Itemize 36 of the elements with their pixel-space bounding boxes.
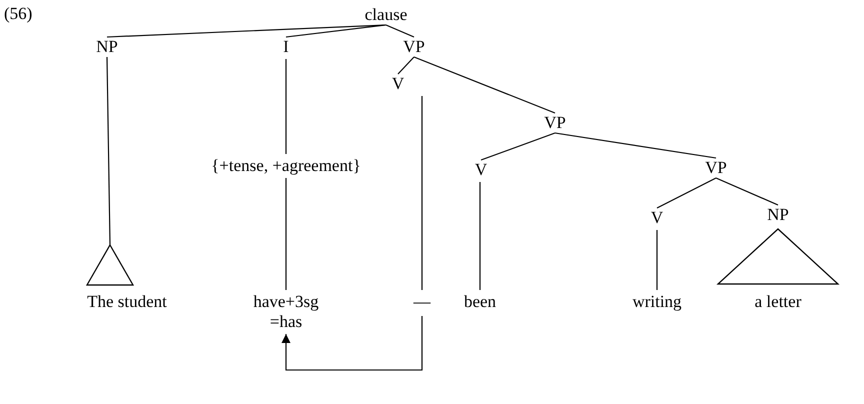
movement-arrow bbox=[282, 316, 423, 371]
tree-label: I bbox=[283, 37, 289, 57]
tree-label: a letter bbox=[754, 292, 802, 312]
example-number: (56) bbox=[4, 4, 32, 24]
tree-branch-line bbox=[414, 56, 556, 114]
tree-label: V bbox=[474, 160, 488, 180]
tree-label: V bbox=[392, 74, 404, 94]
tree-label: VP bbox=[544, 113, 566, 133]
tree-label: have+3sg =has bbox=[251, 292, 321, 332]
tree-label: been bbox=[464, 292, 496, 312]
tree-branch-line bbox=[479, 182, 481, 290]
tree-branch-line bbox=[656, 178, 716, 208]
triangle-symbol bbox=[87, 245, 133, 285]
tree-label: VP bbox=[705, 158, 727, 178]
tree-branch-line bbox=[286, 24, 386, 38]
tree-branch-line bbox=[285, 59, 287, 154]
tree-branch-line bbox=[656, 230, 658, 290]
tree-branch-line bbox=[421, 96, 423, 290]
tree-label: NP bbox=[96, 37, 118, 57]
tree-branch-line bbox=[716, 178, 778, 206]
tree-label: VP bbox=[403, 37, 425, 57]
tree-branch-line bbox=[386, 24, 414, 38]
triangle-symbol bbox=[718, 229, 838, 284]
tree-label: The student bbox=[87, 292, 167, 312]
tree-branch-line bbox=[106, 57, 111, 245]
tree-branch-line bbox=[480, 132, 556, 161]
tree-label: — bbox=[414, 292, 430, 312]
tree-branch-line bbox=[285, 178, 287, 290]
tree-branch-line bbox=[398, 56, 414, 74]
tree-label: V bbox=[650, 208, 664, 228]
tree-branch-line bbox=[106, 24, 386, 38]
tree-label: writing bbox=[632, 292, 682, 312]
tree-label: clause bbox=[364, 5, 408, 25]
tree-label: {+tense, +agreement} bbox=[211, 156, 361, 176]
tree-label: NP bbox=[767, 205, 789, 225]
tree-branch-line bbox=[554, 132, 716, 159]
